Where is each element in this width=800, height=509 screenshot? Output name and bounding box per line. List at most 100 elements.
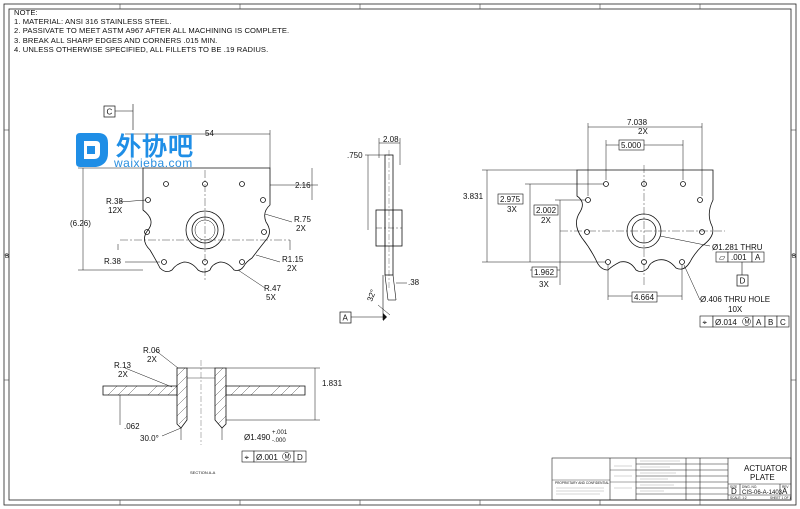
back-position-datum-b: B: [768, 318, 773, 327]
title-rev: A: [782, 487, 788, 496]
back-bore-tol: .001: [731, 253, 747, 262]
back-view: [482, 123, 725, 301]
title-scale: SCALE: 1:2: [730, 496, 747, 500]
front-height-overall: (6.26): [70, 219, 91, 228]
side-angle: 32°: [365, 288, 378, 302]
section-fcf: [241, 450, 307, 463]
front-view-holes: [144, 181, 267, 265]
back-bore-datum: A: [755, 253, 761, 262]
section-fcf-symbol: ⌖: [245, 453, 250, 462]
title-line-1: ACTUATOR: [744, 464, 787, 473]
section-label: SECTION A-A: [190, 470, 216, 475]
front-view-outline: [142, 167, 271, 273]
back-position-modifier: M: [745, 320, 750, 326]
side-dim-750: .750: [347, 151, 363, 160]
title-size-label: SIZE: [730, 485, 737, 489]
title-line-2: PLATE: [750, 473, 775, 482]
back-dim-3831: 3.831: [463, 192, 484, 201]
back-bore-fcf: [715, 251, 765, 263]
watermark-logo-icon: [76, 133, 108, 167]
back-dim-1962-count: 3X: [539, 280, 549, 289]
back-dim-4664: 4.664: [634, 293, 655, 302]
note-3: 3. BREAK ALL SHARP EDGES AND CORNERS .01…: [14, 35, 218, 45]
back-position-tol: Ø.014: [715, 318, 737, 327]
back-dim-2002-count: 2X: [541, 216, 551, 225]
section-left-flange: [102, 385, 178, 396]
back-dim-1962: 1.962: [534, 268, 555, 277]
back-dim-2975-count: 3X: [507, 205, 517, 214]
title-fine-print: [556, 460, 680, 495]
section-dim-1831: 1.831: [322, 379, 343, 388]
section-r06-count: 2X: [147, 355, 157, 364]
back-dim-2975: 2.975: [500, 195, 521, 204]
back-dim-7038: 7.038: [627, 118, 648, 127]
note-2: 2. PASSIVATE TO MEET ASTM A967 AFTER ALL…: [14, 26, 290, 36]
front-fillet-47-count: 5X: [266, 293, 276, 302]
watermark-logo: 外协吧 waixieba.com: [72, 127, 212, 173]
front-corner-count: 12X: [108, 206, 123, 215]
back-dim-2002: 2.002: [536, 206, 557, 215]
section-hatching: [107, 367, 301, 425]
back-position-datum-a: A: [756, 318, 762, 327]
back-view-outline: [576, 169, 714, 272]
front-fillet-115-count: 2X: [287, 264, 297, 273]
front-view: [78, 104, 318, 289]
section-fcf-tol: Ø.001: [256, 453, 278, 462]
front-width-dim: 54: [205, 129, 214, 138]
front-corner-radius-low: R.38: [104, 257, 121, 266]
back-dim-7038-count: 2X: [638, 127, 648, 136]
datum-c-box: [103, 105, 116, 118]
datum-d-label: D: [740, 277, 746, 286]
section-dim-062: .062: [124, 422, 140, 431]
datum-a-box: [339, 311, 352, 324]
back-holes-count: 10X: [728, 305, 743, 314]
border-zone-ticks: [4, 4, 796, 505]
title-sheet: SHEET 1 OF 1: [770, 496, 791, 500]
section-hub-right: [214, 367, 227, 429]
title-size: D: [731, 487, 737, 496]
notes-heading: NOTE:: [14, 8, 38, 17]
sheet-border: [3, 3, 797, 506]
watermark-name: 外协吧: [116, 133, 195, 161]
note-4: 4. UNLESS OTHERWISE SPECIFIED, ALL FILLE…: [14, 44, 269, 54]
section-r13-count: 2X: [118, 370, 128, 379]
section-view: [102, 349, 320, 445]
back-bore-callout: Ø1.281 THRU: [712, 243, 763, 252]
datum-a-label: A: [343, 314, 349, 323]
section-r06: R.06: [143, 346, 160, 355]
back-bore-tol-symbol: ⏥: [719, 253, 726, 262]
border-row-left: B: [5, 254, 9, 260]
drawing-notes: NOTE: 1. MATERIAL: ANSI 316 STAINLESS ST…: [14, 8, 289, 54]
front-fillet-75-count: 2X: [296, 224, 306, 233]
front-view-bore-outer: [185, 210, 225, 250]
border-row-right: B: [792, 254, 796, 260]
side-dim-208: 2.08: [383, 135, 399, 144]
back-dim-5000: 5.000: [621, 141, 642, 150]
section-tol-plus: +.001: [272, 430, 288, 436]
section-hub-left: [176, 367, 188, 429]
title-dwg-label: DWG. NO.: [742, 485, 757, 489]
section-diameter: Ø1.490: [244, 433, 271, 442]
note-1: 1. MATERIAL: ANSI 316 STAINLESS STEEL.: [14, 17, 172, 27]
title-block: [551, 457, 792, 501]
section-fcf-modifier: M: [285, 455, 290, 461]
front-corner-radius: R.38: [106, 197, 123, 206]
datum-c-label: C: [107, 108, 113, 117]
front-fillet-75: R.75: [294, 215, 311, 224]
section-chamfer: 30.0°: [140, 434, 159, 443]
front-fillet-47: R.47: [264, 284, 281, 293]
back-position-datum-c: C: [780, 318, 786, 327]
section-fcf-datum: D: [297, 453, 303, 462]
back-view-holes: [584, 181, 705, 265]
section-tol-minus: -.000: [272, 438, 286, 444]
side-dim-38: .38: [408, 278, 420, 287]
back-position-symbol: ⌖: [703, 318, 708, 327]
title-rev-label: REV: [782, 485, 789, 489]
front-height-right: 2.16: [295, 181, 311, 190]
title-dwg-number: CIS-06-A-1403: [742, 490, 783, 496]
back-position-fcf: [699, 315, 790, 328]
title-proprietary: PROPRIETARY AND CONFIDENTIAL: [555, 481, 609, 485]
section-right-flange: [225, 385, 306, 396]
front-fillet-115: R1.15: [282, 255, 304, 264]
